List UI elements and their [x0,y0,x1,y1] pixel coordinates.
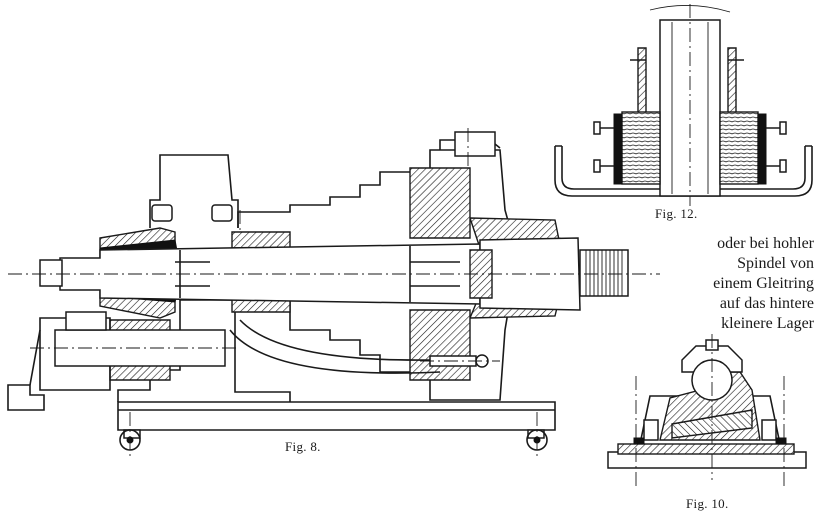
text-line: einem Gleitring [713,275,814,292]
text-line: Spindel von [737,255,814,272]
body-text: oder bei hohler Spindel von einem Gleitr… [662,234,814,334]
text-line: kleinere Lager [721,315,814,332]
fig8-caption: Fig. 8. [285,439,321,454]
fig10-drawing [607,334,807,490]
fig10-caption: Fig. 10. [686,496,729,511]
fig12-drawing [554,4,813,206]
text-line: auf das hintere [719,295,814,312]
fig8-drawing [7,128,660,458]
text-line: oder bei hohler [717,235,814,252]
fig12-caption: Fig. 12. [655,206,698,221]
